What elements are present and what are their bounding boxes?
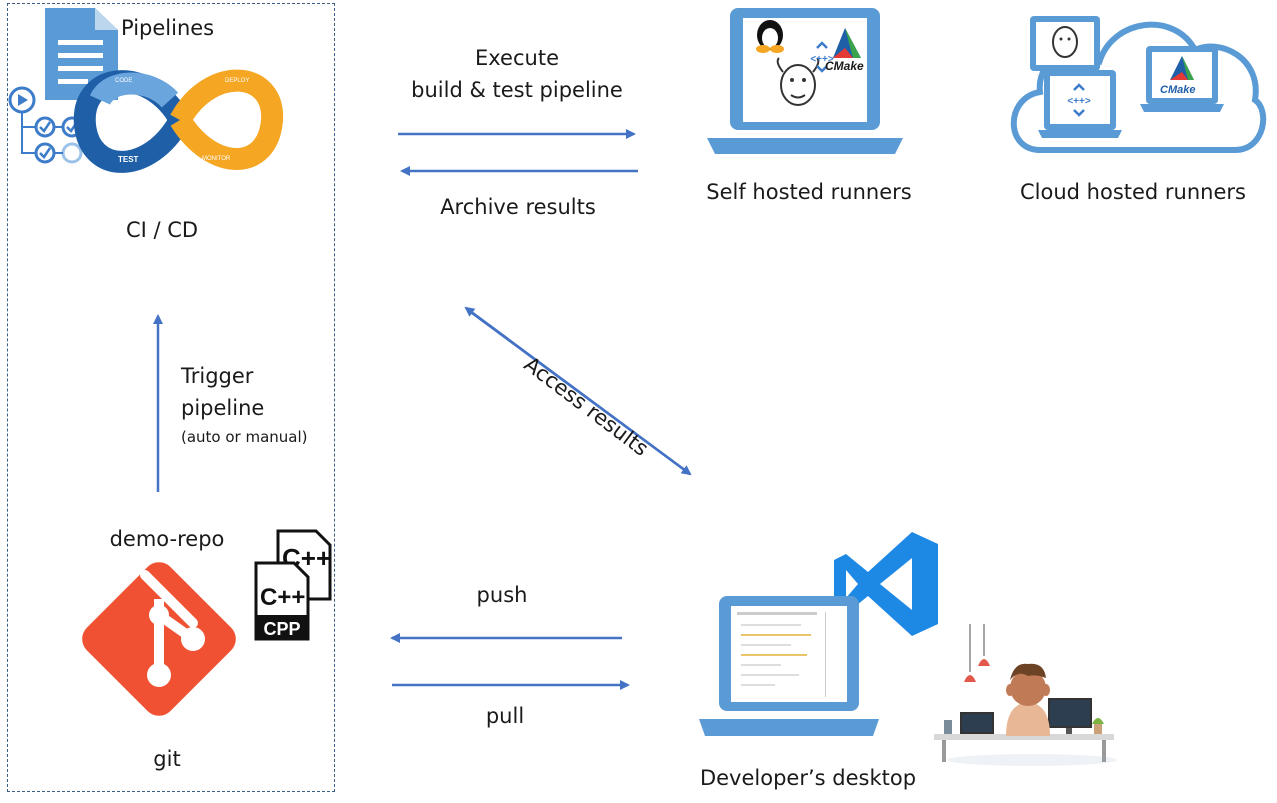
git-label: git [153, 747, 181, 771]
developer-laptop-icon [699, 596, 879, 736]
svg-text:<++>: <++> [810, 54, 834, 65]
svg-text:CMake: CMake [1160, 84, 1195, 96]
git-logo-icon [82, 562, 236, 716]
cpp-badge-icon: <++> [810, 41, 834, 73]
archive-label: Archive results [440, 195, 596, 219]
push-label: push [476, 583, 528, 607]
execute-label-line2: build & test pipeline [411, 78, 623, 102]
pull-label: pull [485, 704, 525, 728]
pipelines-label: Pipelines [121, 16, 215, 40]
ci-cd-title: CI / CD [125, 218, 199, 242]
linux-penguin-icon [756, 20, 784, 53]
cpp-badge-icon: <++> [1067, 83, 1091, 117]
svg-text:<++>: <++> [1067, 96, 1091, 107]
gnu-icon [1052, 26, 1078, 58]
self-hosted-laptop-icon: <++> CMake [707, 8, 903, 154]
cloud-hosted-label: Cloud hosted runners [1020, 180, 1246, 204]
gnu-icon [776, 57, 820, 106]
self-hosted-label: Self hosted runners [706, 180, 912, 204]
code-editor-screen [737, 612, 826, 697]
execute-label-line1: Execute [475, 46, 559, 70]
svg-text:CPP: CPP [263, 619, 300, 639]
ci-repo-boundary [7, 3, 335, 792]
devops-infinity-icon: TEST CODE DEPLOY MONITOR [8, 8, 284, 173]
svg-text:DEPLOY: DEPLOY [225, 78, 249, 84]
trigger-label-line1: Trigger [181, 364, 254, 388]
cloud-hosted-icon: CMake <++> [1010, 16, 1267, 153]
svg-text:C++: C++ [260, 584, 305, 611]
svg-text:CODE: CODE [115, 78, 132, 84]
cmake-logo-icon: CMake [1160, 56, 1195, 96]
cpp-file-front: C++ CPP [254, 561, 310, 641]
svg-text:TEST: TEST [118, 155, 139, 164]
cpp-file-icon: C++ C++ CPP [254, 529, 332, 641]
trigger-label-line2: pipeline [181, 396, 265, 420]
repo-name: demo-repo [109, 527, 225, 551]
svg-text:MONITOR: MONITOR [202, 156, 231, 162]
cmake-logo-icon: CMake [825, 28, 864, 73]
access-label: Access results [519, 352, 653, 461]
trigger-note: (auto or manual) [181, 428, 308, 446]
infinity-loop: TEST CODE DEPLOY MONITOR [73, 69, 284, 173]
developer-illustration [934, 624, 1117, 766]
developer-desktop-label: Developer’s desktop [699, 766, 917, 790]
vscode-logo-icon [834, 532, 938, 636]
svg-text:CMake: CMake [825, 59, 864, 73]
